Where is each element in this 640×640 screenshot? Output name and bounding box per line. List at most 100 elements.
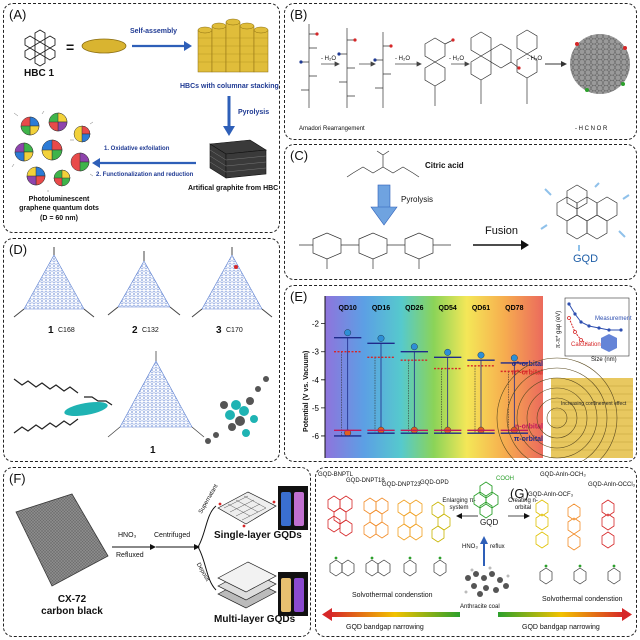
panel-e-label: (E)	[290, 289, 308, 304]
graphite-block	[209, 139, 267, 179]
panel-c-label: (C)	[290, 148, 309, 163]
solvothermal-left: Solvothermal condenstion	[352, 592, 433, 599]
e-electron-top	[377, 334, 385, 342]
amadori-caption: Amadori Rearrangement	[299, 126, 365, 132]
right-reagents	[539, 564, 621, 585]
self-assembly-arrow	[132, 41, 192, 51]
anthracite-structure	[464, 566, 510, 597]
inset-calculation: Calculation	[571, 342, 601, 348]
step-label-b1: - H₂O	[321, 56, 336, 62]
triangle-molecules	[13, 247, 273, 318]
e-y-tick-label: -3	[312, 348, 320, 357]
creating-label: Creating n-orbital	[508, 498, 538, 511]
inset-measurement: Measurement	[595, 316, 632, 322]
equals-sign: =	[66, 39, 75, 55]
gqd-label-g: GQD	[480, 518, 499, 527]
e-y-tick-label: -5	[312, 404, 320, 413]
panel-f: (F) CX-72 carbon black HNO₃ Refluxed Cen…	[3, 467, 311, 637]
e-electron-top	[477, 351, 485, 359]
cx72-line1: CX-72	[57, 594, 87, 605]
product-line1: Photoluminescent	[28, 196, 90, 203]
branch-lines	[197, 505, 217, 591]
left-mol-3: GQD-DNPT23	[382, 482, 421, 488]
reflux-arrow	[480, 536, 488, 566]
inset-y-label: π-π* gap (eV)	[556, 310, 563, 349]
left-mol-2: GQD-DNPT18	[346, 478, 385, 484]
columnar-label: HBCs with columnar stacking	[180, 83, 279, 90]
anthracite-label: Anthracite coal	[460, 604, 500, 610]
step-label-b4: - H₂O	[527, 56, 542, 62]
single-layer-sheet	[217, 491, 277, 528]
carbon-black-sheet	[15, 493, 109, 587]
product-line3: (D = 60 nm)	[40, 215, 78, 222]
left-mol-1: GQD-BNPTL	[318, 472, 354, 478]
self-assembly-label: Self-assembly	[130, 28, 178, 35]
multi-layer-vials	[278, 572, 308, 616]
exfoliation-arrow	[92, 158, 196, 168]
e-orbital-label: π-orbital	[514, 436, 543, 443]
hbc-label: HBC 1	[24, 68, 55, 79]
e-category-label: QD54	[439, 305, 457, 312]
citric-acid-label: Citric acid	[425, 161, 464, 170]
hbc-molecule	[24, 29, 56, 67]
right-molecules	[535, 499, 615, 551]
step-label-b3: - H₂O	[449, 56, 464, 62]
e-electron-top	[344, 329, 352, 337]
panel-d-label: (D)	[9, 242, 28, 257]
multi-layer-sheet	[217, 561, 277, 609]
hno3-arrow	[112, 544, 156, 550]
bandgap-arrows	[322, 608, 632, 621]
enlarging-label: Enlarging π-system	[442, 498, 476, 511]
panel-a-label: (A)	[9, 7, 27, 22]
e-electron-top	[444, 348, 452, 356]
pyrolysis-arrow-c	[370, 184, 398, 226]
artificial-graphite-label: Artifical graphite from HBC	[188, 185, 279, 192]
single-layer-label: Single-layer GQDs	[214, 530, 302, 541]
panel-d: (D) 1 C168 2 C132 3 C170	[3, 238, 280, 462]
inset-x-label: Size (nm)	[591, 357, 617, 363]
confinement-image	[496, 357, 633, 461]
panel-g-label: (G)	[510, 486, 529, 501]
right-mol-2: GQD-AnIn-OCF₃	[528, 492, 574, 498]
mol1-formula: C168	[58, 327, 75, 334]
e-orbital-label: σ*-orbital	[512, 361, 543, 368]
atom-legend: - H C N O R	[575, 126, 608, 132]
centrifuged-label: Centrifuged	[154, 532, 191, 539]
bottom-mol-number: 1	[150, 445, 156, 456]
gqd-cluster	[11, 110, 94, 192]
inset-bottom-text: Increasing confinement effect	[561, 401, 627, 407]
fusion-label: Fusion	[485, 225, 519, 237]
panel-g: GQD-BNPTL GQD-DNPT18 GQD-DNPT23 GQD-OPD	[315, 467, 637, 637]
e-category-label: QD61	[472, 305, 490, 312]
amadori-scheme	[299, 24, 538, 108]
bandgap-left: GQD bandgap narrowing	[346, 624, 424, 631]
to-graphene-arrow	[545, 61, 567, 67]
hno3-label-f: HNO₃	[118, 532, 137, 539]
panel-b-label: (B)	[290, 7, 308, 22]
e-electron-top	[510, 354, 518, 362]
step1-label: 1. Oxidative exfoilation	[104, 146, 170, 152]
e-category-label: QD16	[372, 305, 390, 312]
mol2-formula: C132	[142, 327, 159, 334]
hbc-disk	[81, 38, 127, 54]
cooh-label: COOH	[496, 476, 514, 482]
columnar-stack	[197, 18, 269, 73]
fused-rings	[299, 232, 451, 269]
bandgap-right: GQD bandgap narrowing	[522, 624, 600, 631]
panel-c: (C) Citric acid Pyrolysis Fusion	[284, 144, 637, 280]
step2-label: 2. Functionalization and reduction	[96, 172, 194, 178]
single-layer-vials	[278, 486, 308, 530]
product-line2: graphene quantum dots	[19, 205, 99, 212]
gqd-sheet-c	[540, 182, 630, 251]
left-reagents	[329, 556, 447, 577]
mol3-number: 3	[216, 325, 222, 336]
mol3-formula: C170	[226, 327, 243, 334]
e-category-label: QD10	[339, 305, 357, 312]
gqd-label-c: GQD	[573, 253, 599, 265]
e-y-axis: -2-3-4-5-6	[312, 296, 326, 458]
left-mol-4: GQD-OPD	[420, 480, 449, 486]
pyrolysis-label-a: Pyrolysis	[238, 109, 270, 116]
mol2-number: 2	[132, 325, 138, 336]
pyrolysis-arrow	[223, 96, 235, 136]
